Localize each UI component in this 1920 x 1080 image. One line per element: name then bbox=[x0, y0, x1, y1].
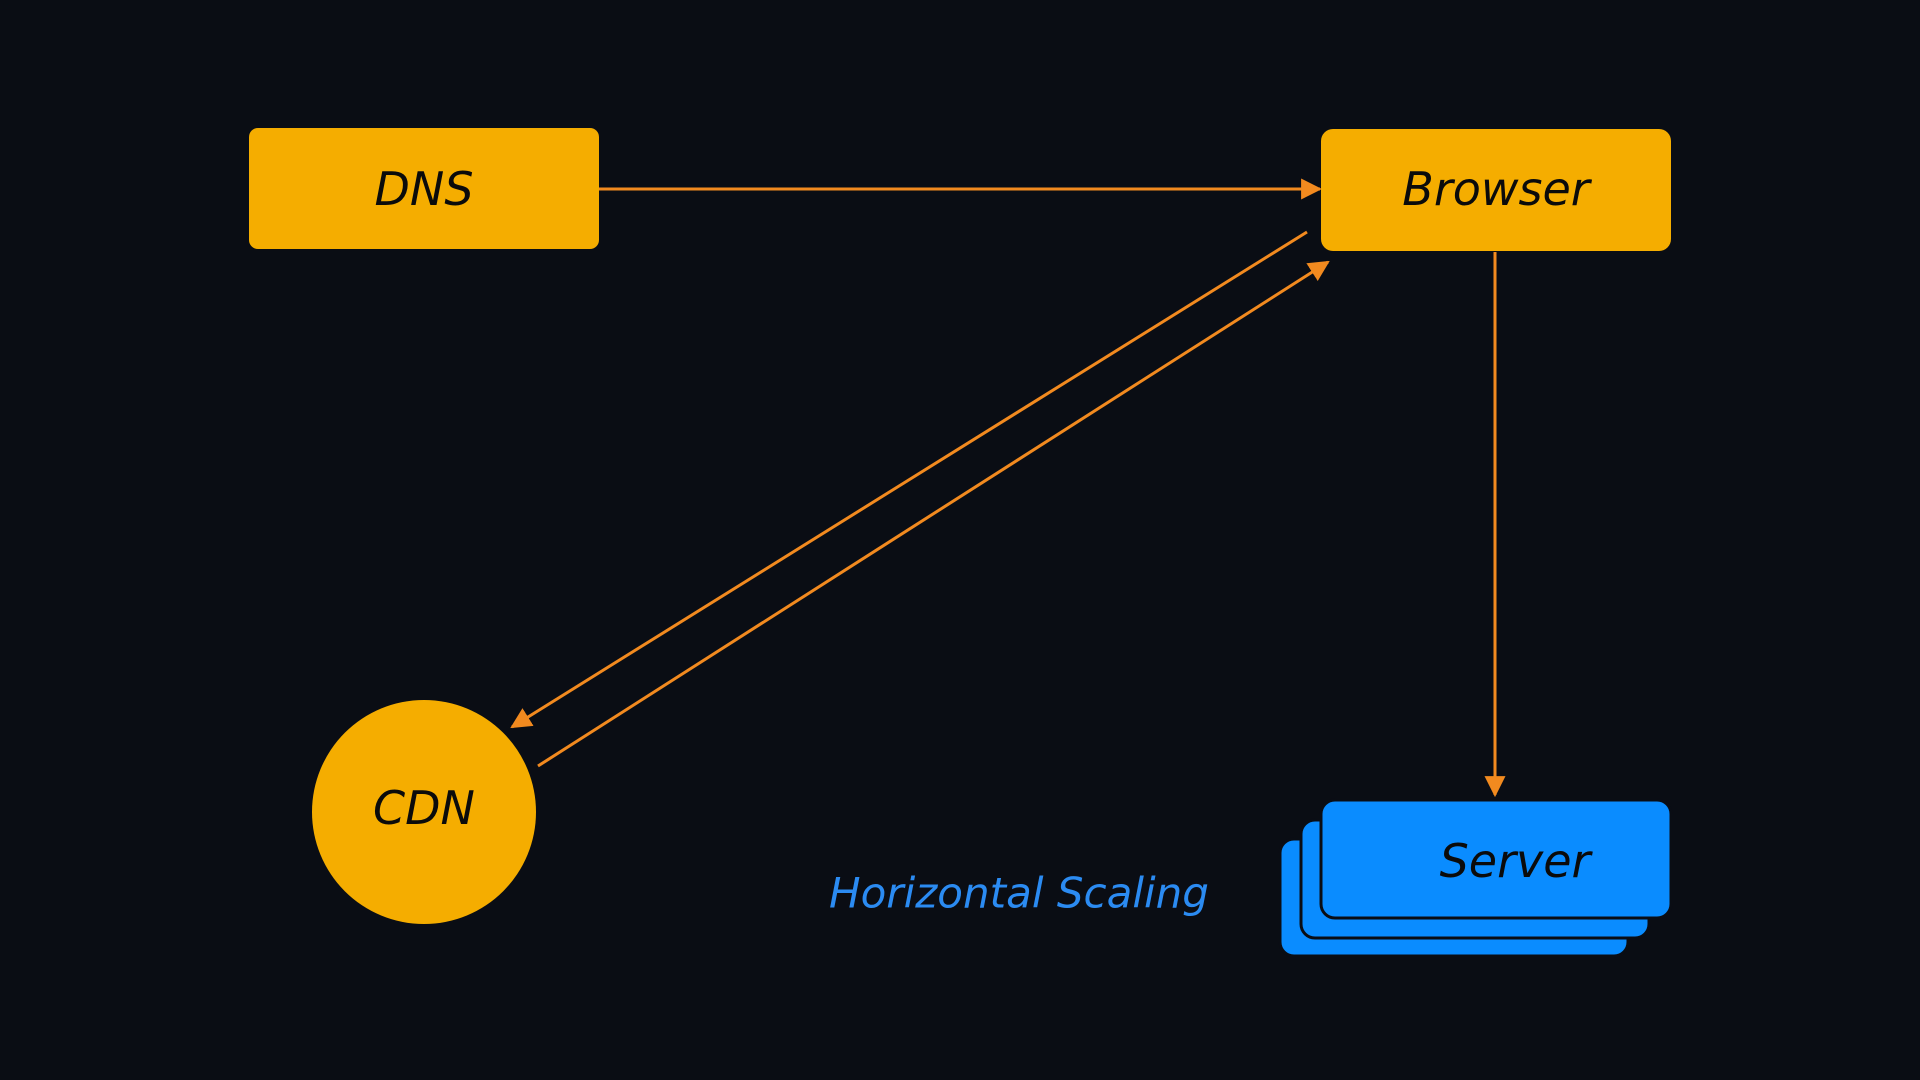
cdn-circle bbox=[312, 700, 536, 924]
dns-label: DNS bbox=[374, 162, 473, 216]
browser-node[interactable]: Browser bbox=[1321, 129, 1671, 251]
cdn-node[interactable]: CDN bbox=[312, 700, 536, 924]
dns-node[interactable]: DNS bbox=[249, 128, 599, 249]
browser-box bbox=[1321, 129, 1671, 251]
dns-box bbox=[249, 128, 599, 249]
edge-browser-to-cdn bbox=[510, 230, 1308, 729]
server-box bbox=[1319, 798, 1673, 920]
edges bbox=[510, 178, 1506, 798]
edge-cdn-to-browser bbox=[537, 260, 1330, 768]
browser-label: Browser bbox=[1402, 162, 1593, 216]
horizontal-scaling-annotation: Horizontal Scaling bbox=[829, 869, 1209, 918]
server-node[interactable]: Server bbox=[1278, 798, 1673, 958]
server-label: Server bbox=[1440, 834, 1594, 888]
cdn-label: CDN bbox=[373, 781, 475, 835]
